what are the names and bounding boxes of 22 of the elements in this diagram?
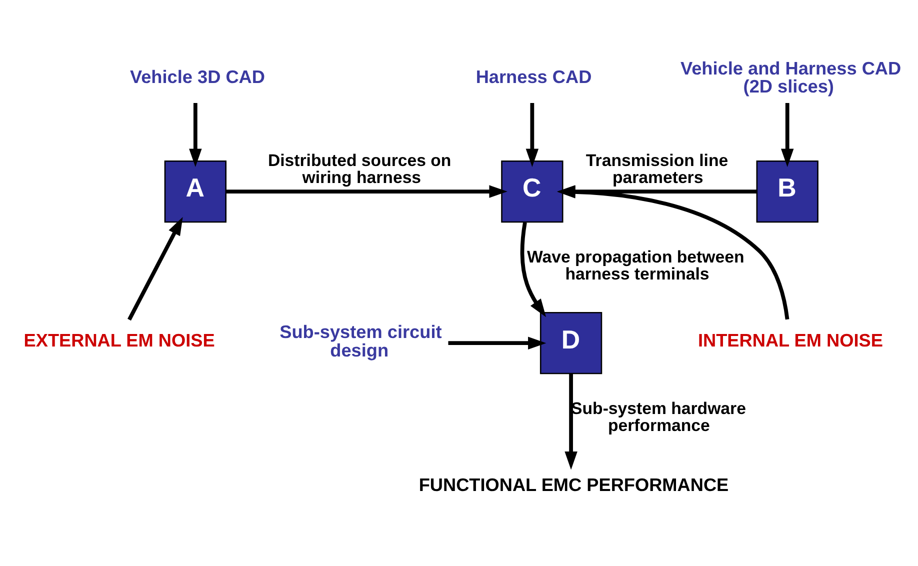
arrow [448,336,546,349]
node-box: B [756,160,818,222]
node-text: EXTERNAL EM NOISE [24,330,215,350]
node-box: D [540,312,602,374]
node-text: Harness CAD [476,66,592,86]
node-text: Vehicle and Harness CAD (2D slices) [680,58,902,96]
edge-label: Wave propagation between harness terminals [527,247,744,283]
node-text: FUNCTIONAL EMC PERFORMANCE [418,474,729,494]
edge-label: Transmission line parameters [586,150,728,186]
arrow [780,102,794,166]
arrow [189,102,202,166]
node-text: Sub-system circuit design [280,322,442,360]
arrow [526,102,539,166]
node-box: A [164,160,226,222]
node-text: Vehicle 3D CAD [130,66,265,86]
arrow [226,184,508,198]
node-box: C [501,160,564,222]
edge-label: Distributed sources on wiring harness [268,150,452,186]
arrow [564,373,578,470]
arrow [520,222,546,317]
node-text: INTERNAL EM NOISE [698,330,883,350]
arrow [128,216,183,320]
